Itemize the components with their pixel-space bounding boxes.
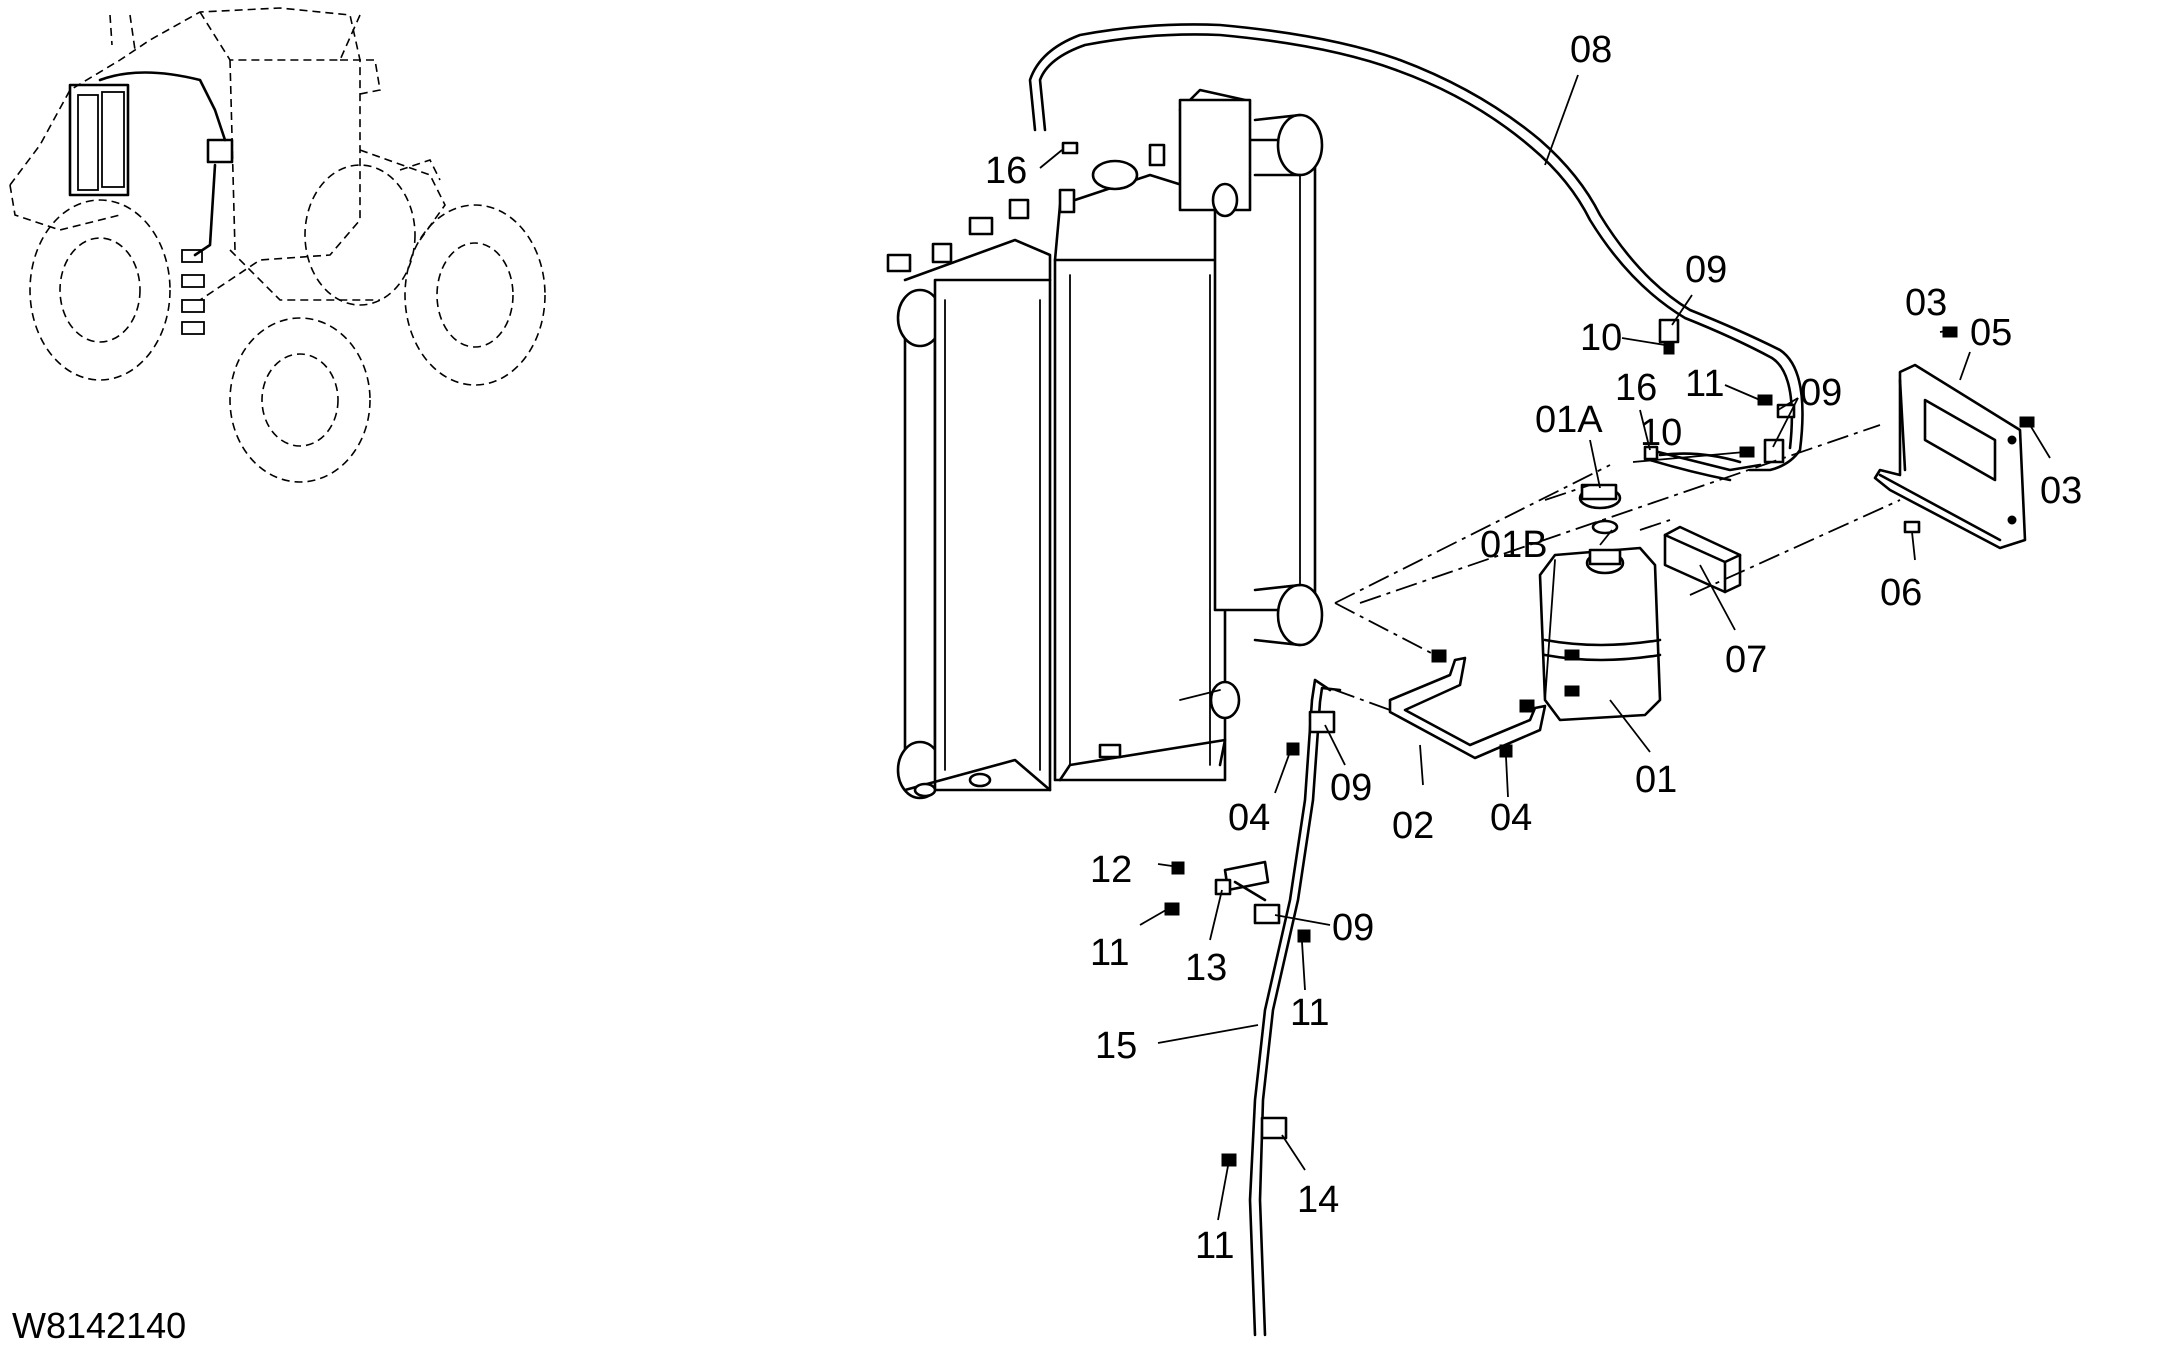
machine-locator-view [9, 7, 546, 483]
hardware [1061, 141, 2035, 758]
callout-11: 11 [1090, 932, 1129, 974]
callout-12: 12 [1090, 849, 1132, 891]
bracket-05 [1873, 363, 2027, 550]
overflow-tank-01 [1538, 483, 1662, 722]
callout-14: 14 [1297, 1179, 1339, 1221]
callout-13: 13 [1185, 947, 1227, 989]
callout-03: 03 [2040, 470, 2082, 512]
callout-08: 08 [1570, 29, 1612, 71]
callout-05: 05 [1970, 312, 2012, 354]
drawing-id: W8142140 [12, 1305, 186, 1346]
callout-01A: 01A [1535, 399, 1603, 441]
hose-08 [1028, 23, 1804, 482]
callout-11: 11 [1290, 992, 1329, 1034]
callout-09: 09 [1800, 372, 1842, 414]
tube-15 [1164, 678, 1342, 1337]
callout-01B: 01B [1480, 524, 1548, 566]
callout-15: 15 [1095, 1025, 1137, 1067]
callout-16: 16 [1615, 367, 1657, 409]
pad-07 [1663, 525, 1742, 594]
callout-09: 09 [1332, 907, 1374, 949]
radiator-assembly [886, 88, 1324, 800]
callout-10: 10 [1640, 412, 1682, 454]
callout-04: 04 [1228, 797, 1270, 839]
callout-09: 09 [1330, 767, 1372, 809]
callout-10: 10 [1580, 317, 1622, 359]
callout-11: 11 [1685, 363, 1724, 405]
callout-02: 02 [1392, 805, 1434, 847]
callout-03: 03 [1905, 282, 1947, 324]
leader-lines [1039, 74, 2051, 1221]
assembly-lines [1334, 424, 1901, 711]
callout-06: 06 [1880, 572, 1922, 614]
callout-16: 16 [985, 150, 1027, 192]
callout-labels: 08 16 09 10 16 11 09 03 05 01A 10 03 01B… [985, 29, 2082, 1267]
callout-11: 11 [1195, 1225, 1234, 1267]
callout-01: 01 [1635, 759, 1677, 801]
callout-09: 09 [1685, 249, 1727, 291]
callout-07: 07 [1725, 639, 1767, 681]
callout-04: 04 [1490, 797, 1532, 839]
bracket-02 [1388, 649, 1547, 760]
